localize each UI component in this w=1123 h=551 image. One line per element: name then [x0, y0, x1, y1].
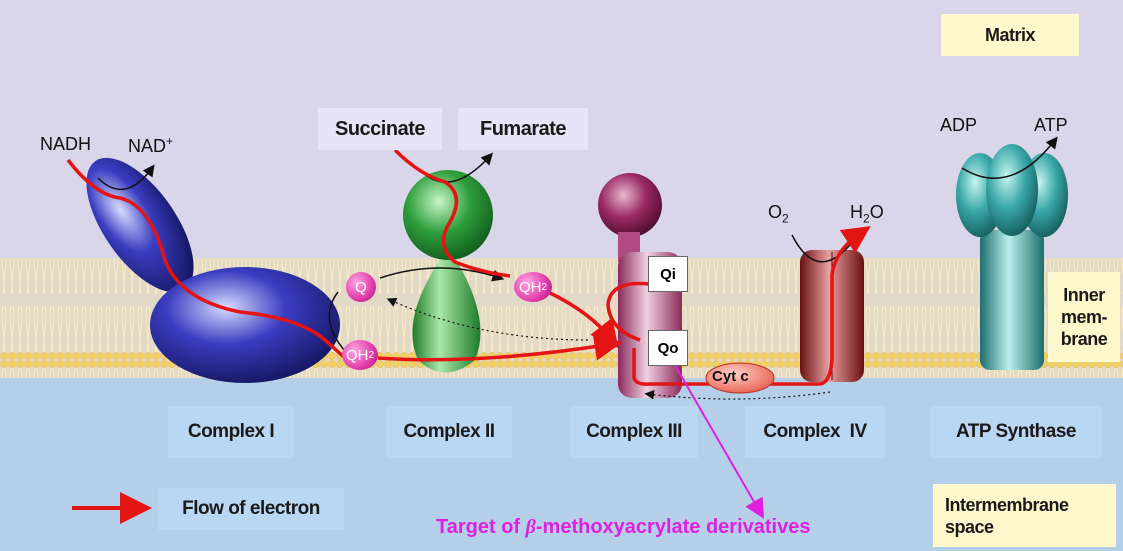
fumarate-label: Fumarate	[458, 108, 588, 150]
atp-label: ATP	[1034, 115, 1068, 135]
matrix-label: Matrix	[941, 14, 1079, 56]
inner-membrane-line-1: Inner	[1063, 285, 1105, 305]
complex-i-q-loop	[328, 291, 345, 351]
target-beta: β	[525, 516, 536, 538]
o2-subscript: 2	[782, 211, 789, 226]
h2o-label: H2O	[850, 202, 884, 226]
target-label: Target of β-methoxyacrylate derivatives	[436, 516, 810, 539]
intermembrane-label: Intermembrane space	[933, 484, 1116, 547]
intermembrane-line-2: space	[945, 516, 994, 537]
o2-label: O2	[768, 202, 789, 226]
qo-site-tag: Qo	[648, 330, 688, 366]
succinate-label: Succinate	[318, 108, 442, 150]
o2-text: O	[768, 202, 783, 222]
nadh-to-nad-arrow	[97, 164, 155, 191]
q-to-qh2-arrow	[379, 267, 505, 282]
h2o-o: O	[869, 202, 884, 222]
adp-label: ADP	[940, 115, 978, 135]
inner-membrane-line-3: brane	[1060, 329, 1108, 349]
cyt-c-label: Cyt c	[712, 368, 749, 385]
inner-membrane-label: Inner mem- brane	[1048, 272, 1120, 362]
qh2-a-subscript: 2	[368, 349, 375, 361]
cytc-return-dotted-arrow	[644, 389, 831, 400]
h2o-subscript: 2	[863, 211, 870, 226]
complex-iv-label: Complex IV	[745, 406, 885, 458]
intermembrane-line-1: Intermembrane	[945, 494, 1069, 515]
complex-ii-label: Complex II	[386, 406, 512, 458]
atp-synthase-label: ATP Synthase	[930, 406, 1102, 458]
nad-charge: +	[166, 134, 174, 148]
complex-i-label: Complex I	[168, 406, 294, 458]
nadh-label: NADH	[40, 134, 92, 154]
electron-flow-path	[66, 148, 871, 386]
cyt-c-shape	[705, 362, 775, 394]
nad-text: NAD	[128, 136, 167, 156]
nad-label: NAD+	[128, 134, 173, 157]
q-bubble: Q	[346, 272, 376, 302]
inner-membrane-line-2: mem-	[1060, 307, 1108, 327]
qh2-b-text: QH	[518, 278, 542, 296]
qh2-b-subscript: 2	[541, 281, 548, 293]
target-prefix: Target of	[436, 516, 526, 538]
q-text: Q	[355, 278, 367, 296]
target-arrow	[671, 359, 765, 519]
target-suffix: -methoxyacrylate derivatives	[535, 516, 811, 538]
qi-site-tag: Qi	[648, 256, 688, 292]
qh2-a-text: QH	[345, 346, 369, 364]
h2o-h: H	[850, 202, 863, 222]
complex-iii-label: Complex III	[570, 406, 698, 458]
atp-synthase-shape	[956, 144, 1068, 370]
adp-to-atp-arrow	[961, 136, 1058, 179]
legend-label: Flow of electron	[158, 488, 344, 530]
q-recycle-dotted-arrow	[386, 298, 589, 341]
complex-ii-shape	[403, 170, 493, 373]
